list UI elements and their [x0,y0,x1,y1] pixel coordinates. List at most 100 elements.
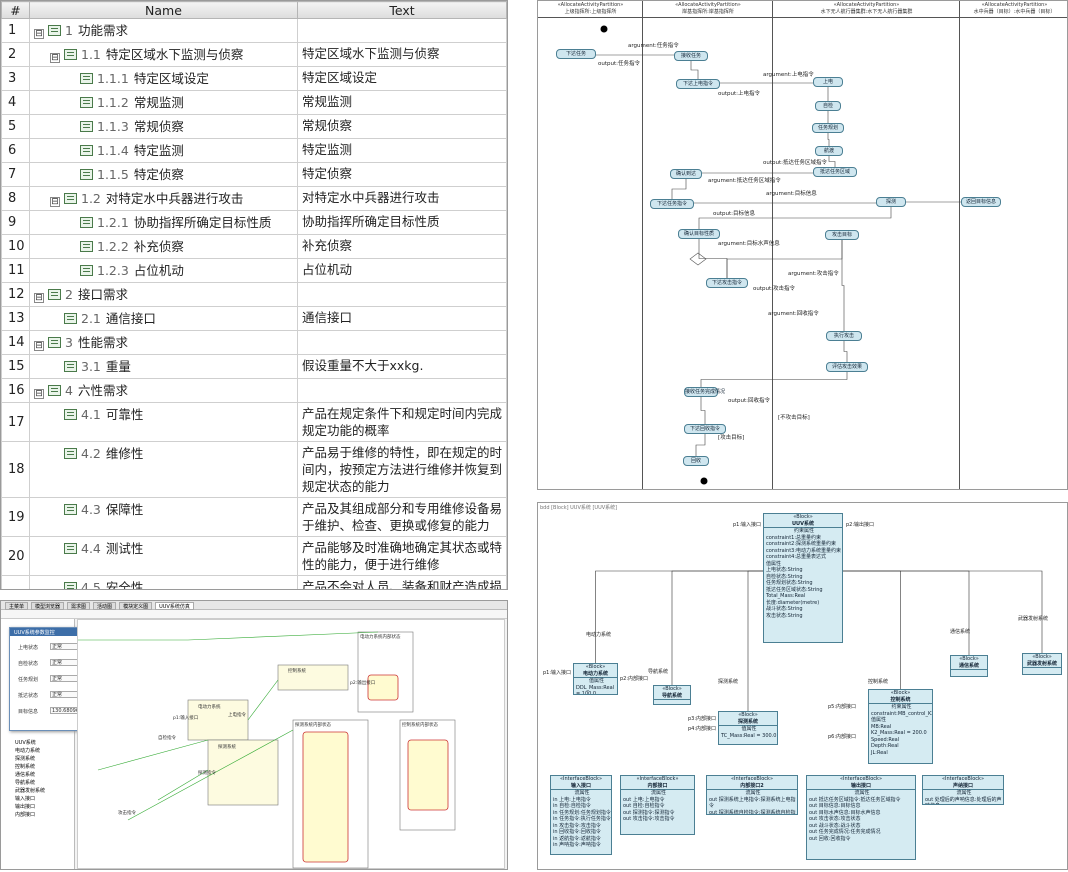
requirement-text-cell[interactable] [297,330,507,355]
tab[interactable]: 需求图 [67,602,91,610]
diagram-frame[interactable] [207,739,279,806]
action-node[interactable]: 攻击目标 [825,230,859,240]
state-machine[interactable] [407,739,449,811]
requirement-text-cell[interactable] [297,282,507,307]
tree-item[interactable]: UUV系统 [15,740,36,746]
action-node[interactable]: 执行攻击 [826,331,862,341]
requirement-text-cell[interactable]: 特定区域设定 [297,66,507,91]
tree-toggle-icon[interactable]: ⊟ [34,341,44,351]
action-node[interactable]: 下达任务指令 [650,199,694,209]
requirement-text-cell[interactable]: 产品易于维修的特性，即在规定的时间内，按预定方法进行维修并恢复到规定状态的能力 [297,441,507,498]
tree-item[interactable]: 武器发射系统 [15,788,46,794]
action-node[interactable]: 下达回收指令 [684,424,726,434]
requirement-text-cell[interactable]: 产品及其组成部分和专用维修设备易于维护、检查、更换或修复的能力 [297,497,507,537]
field-value[interactable]: 130.680961 [50,707,83,714]
field-value[interactable]: 正常 [50,691,80,698]
action-node[interactable]: 评估攻击效果 [826,362,868,372]
tree-toggle-icon[interactable]: ⊟ [50,53,60,63]
tab[interactable]: 活动图 [93,602,117,610]
requirement-text-cell[interactable] [297,18,507,43]
tree-item[interactable]: 导航系统 [15,780,36,786]
action-node[interactable]: 接收任务完成情况 [684,387,726,397]
action-node[interactable]: 返回目标信息 [961,197,1001,207]
part-block[interactable]: «Block»导航系统 [653,685,691,705]
action-node[interactable]: 接收任务 [674,51,708,61]
requirement-text-cell[interactable]: 特定区域水下监测与侦察 [297,42,507,67]
requirement-text-cell[interactable]: 常规侦察 [297,114,507,139]
tab[interactable]: 模型浏览器 [31,602,65,610]
tree-toggle-icon[interactable]: ⊟ [34,29,44,39]
field-value[interactable]: 正常 [50,643,80,650]
tree-item[interactable]: 输入接口 [15,796,36,802]
field-value[interactable]: 正常 [50,659,80,666]
tree-item[interactable]: 探测系统 [15,756,36,762]
col-header-text[interactable]: Text [297,1,507,19]
col-header-num[interactable]: # [1,1,30,19]
tree-toggle-icon[interactable]: ⊟ [50,197,60,207]
action-node[interactable]: 回收 [683,456,709,466]
requirement-text-cell[interactable]: 占位机动 [297,258,507,283]
action-node[interactable]: 确认目标性质 [678,229,720,239]
state-machine[interactable] [367,674,399,701]
requirement-text-cell[interactable]: 特定侦察 [297,162,507,187]
part-block[interactable]: «Block»武器发射系统 [1022,653,1062,675]
action-node[interactable]: 上电 [813,77,843,87]
action-node[interactable]: 航渡 [815,146,843,156]
action-node[interactable]: 下达上电指令 [676,79,720,89]
tab[interactable]: 模块定义图 [119,602,153,610]
action-node[interactable]: 抵达任务区域 [813,167,857,177]
part-block[interactable]: «Block»通信系统 [950,655,988,677]
diagram-frame[interactable] [277,664,349,691]
action-node[interactable]: 探测 [876,197,906,207]
diagram-frame[interactable] [187,699,249,741]
requirement-text-cell[interactable]: 特定监测 [297,138,507,163]
requirement-text-cell[interactable]: 协助指挥所确定目标性质 [297,210,507,235]
requirement-text-cell[interactable]: 产品能够及时准确地确定其状态或特性的能力，便于进行维修 [297,536,507,576]
tree-item[interactable]: 电动力系统 [15,748,41,754]
tab[interactable]: 主菜单 [5,602,29,610]
field-value[interactable]: 正常 [50,675,80,682]
tree-item[interactable]: 输出接口 [15,804,36,810]
requirement-text-cell[interactable]: 假设重量不大于xxkg. [297,354,507,379]
